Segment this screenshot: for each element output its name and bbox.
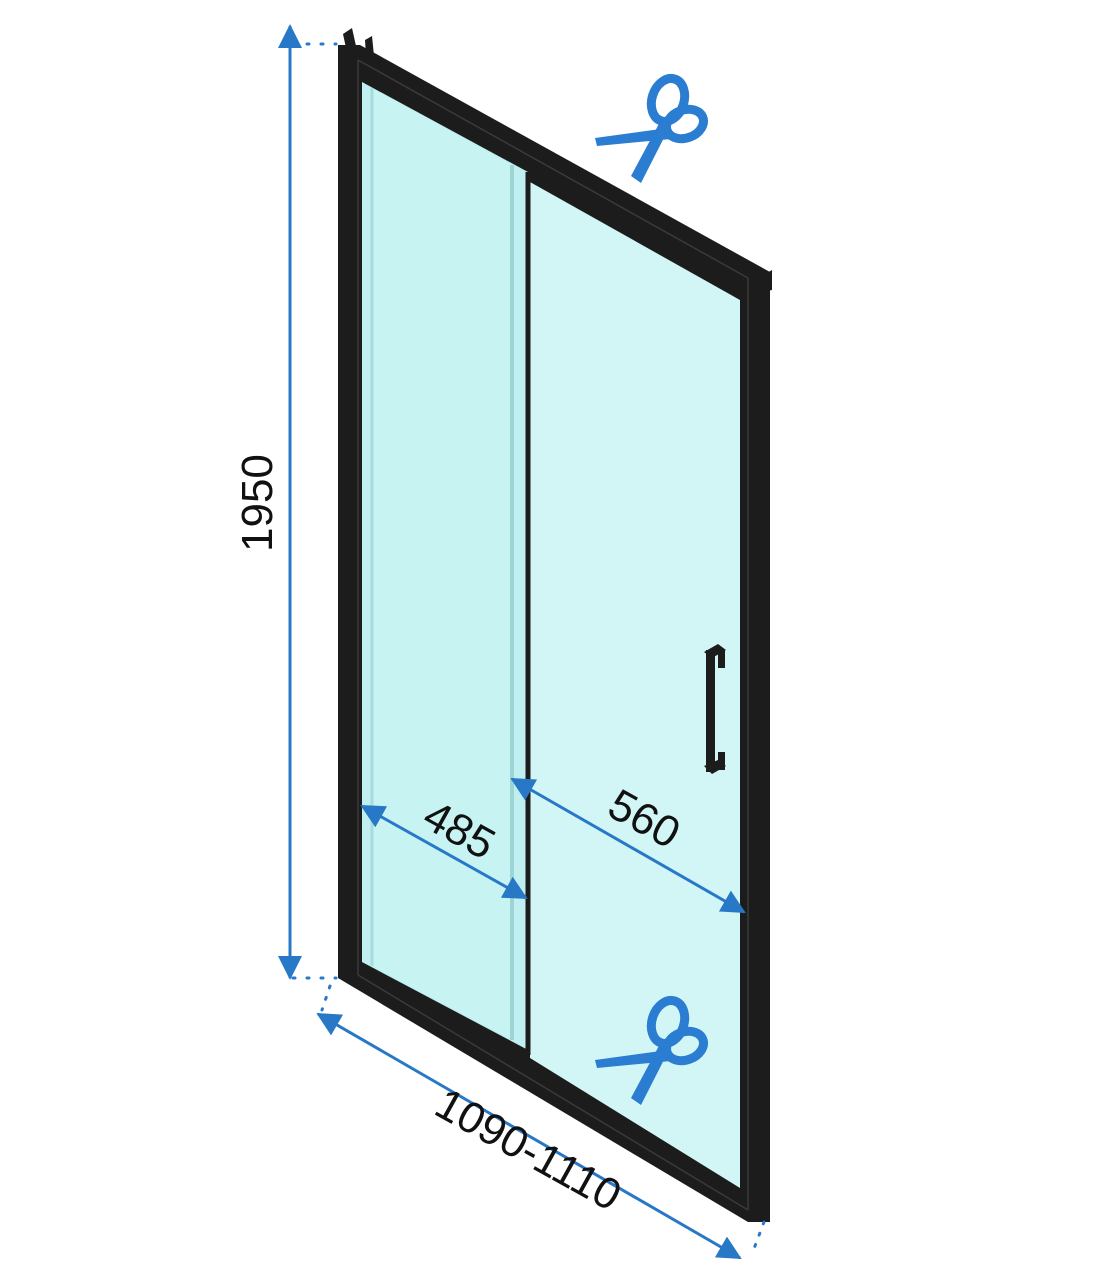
height-dimension: 1950 xyxy=(233,23,338,980)
height-label: 1950 xyxy=(233,454,282,552)
scissors-icon xyxy=(595,996,708,1105)
scissors-icon xyxy=(595,74,708,183)
fixed-glass-panel xyxy=(362,82,528,1050)
door-handle xyxy=(704,644,726,774)
